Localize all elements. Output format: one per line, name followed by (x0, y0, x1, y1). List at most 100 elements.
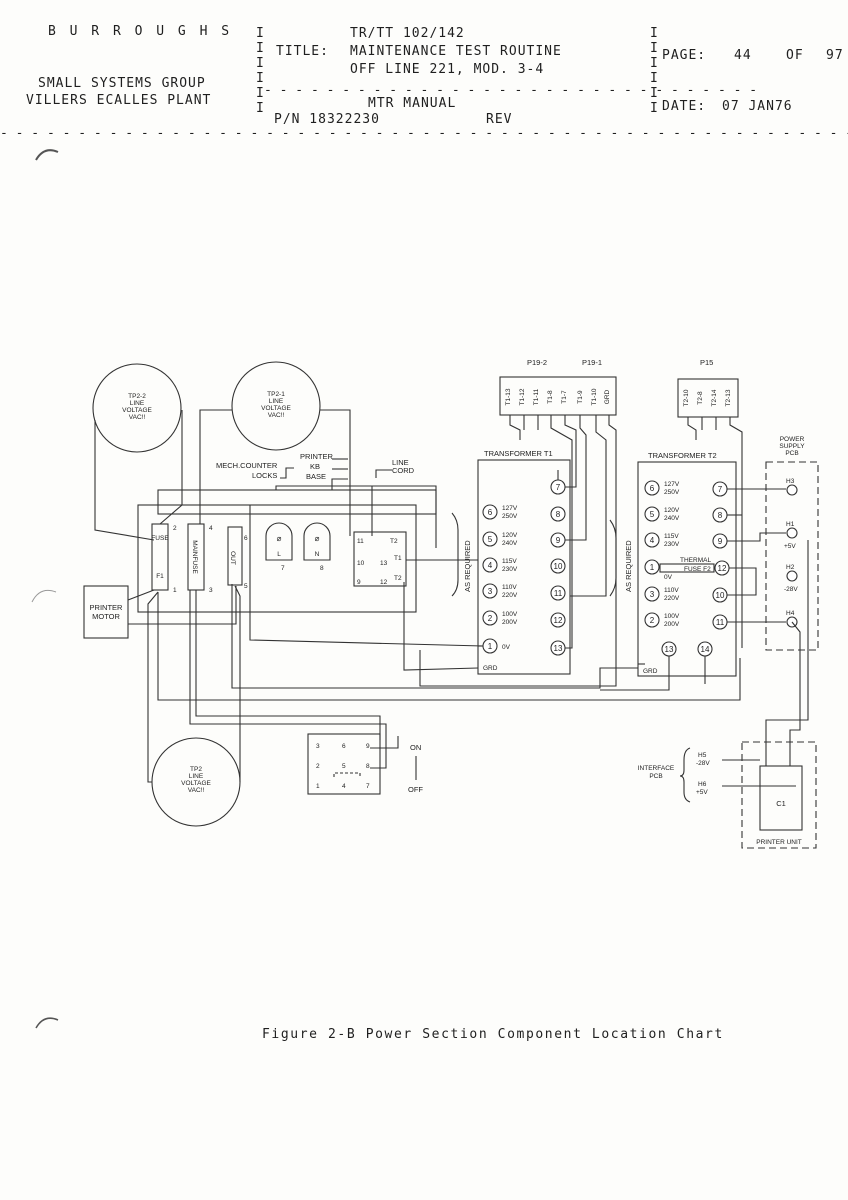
interface-pcb-label-2: PCB (649, 773, 662, 780)
h6-label: H6 (698, 781, 707, 788)
switch-on-label: ON (410, 743, 421, 752)
svg-text:3: 3 (488, 587, 493, 596)
line-cord-label-2: CORD (392, 466, 415, 475)
svg-text:9: 9 (357, 579, 361, 586)
page-total: 97 (826, 48, 844, 63)
svg-text:T2-10: T2-10 (683, 389, 690, 406)
line-cord-label: LINE (392, 458, 409, 467)
svg-text:N: N (315, 551, 320, 558)
svg-text:VAC!!: VAC!! (188, 787, 205, 794)
title-label: TITLE: (276, 44, 329, 59)
svg-text:12: 12 (380, 579, 388, 586)
transformer-t2-label: TRANSFORMER T2 (648, 451, 717, 460)
interface-pcb-label: INTERFACE (638, 765, 675, 772)
svg-text:T2: T2 (390, 538, 398, 545)
svg-text:100V: 100V (664, 613, 680, 620)
out-switch: OUT 6 5 (227, 526, 248, 590)
page-number: 44 (734, 48, 752, 63)
svg-text:2: 2 (650, 616, 655, 625)
svg-text:1: 1 (650, 563, 655, 572)
svg-text:VOLTAGE: VOLTAGE (181, 780, 211, 787)
svg-text:9: 9 (556, 536, 561, 545)
svg-text:H2: H2 (786, 564, 795, 571)
svg-text:MAINFUSE: MAINFUSE (191, 540, 198, 574)
svg-text:LINE: LINE (269, 398, 284, 405)
binder-hole-top (35, 149, 59, 161)
binder-hole-middle (31, 589, 57, 603)
svg-text:5: 5 (650, 510, 655, 519)
svg-text:THERMAL: THERMAL (680, 557, 711, 564)
svg-text:10: 10 (716, 591, 725, 600)
svg-text:T1: T1 (394, 555, 402, 562)
svg-text:LINE: LINE (130, 400, 145, 407)
svg-text:240V: 240V (664, 515, 680, 522)
switch-off-label: OFF (408, 785, 423, 794)
svg-text:T2-13: T2-13 (725, 389, 732, 406)
svg-text:2: 2 (173, 525, 177, 532)
manual-name: MTR MANUAL (368, 96, 457, 111)
transformer-t1-label: TRANSFORMER T1 (484, 449, 553, 458)
as-required-t2: AS REQUIRED (624, 540, 633, 592)
svg-text:T1-10: T1-10 (591, 388, 598, 405)
svg-text:0V: 0V (502, 644, 511, 651)
svg-text:H4: H4 (786, 610, 795, 617)
p19-connector (499, 376, 617, 416)
svg-text:TP2-2: TP2-2 (128, 393, 146, 400)
binder-hole-bottom (35, 1017, 59, 1029)
t2-right-taps: 7 8 9 12 10 11 (712, 481, 730, 630)
svg-text:H3: H3 (786, 478, 795, 485)
svg-text:7: 7 (366, 783, 370, 790)
svg-text:250V: 250V (502, 513, 518, 520)
svg-text:TP2: TP2 (190, 766, 202, 773)
t2-grd-label: GRD (643, 668, 658, 675)
svg-text:H1: H1 (786, 521, 795, 528)
svg-text:8: 8 (556, 510, 561, 519)
svg-text:4: 4 (342, 783, 346, 790)
svg-text:T2-8: T2-8 (697, 391, 704, 405)
h5-voltage: -28V (696, 760, 710, 767)
svg-text:6: 6 (244, 535, 248, 542)
date-value: 07 JAN76 (722, 99, 793, 114)
svg-text:127V: 127V (502, 505, 518, 512)
svg-text:11: 11 (716, 618, 725, 627)
svg-text:127V: 127V (664, 481, 680, 488)
svg-text:11: 11 (357, 538, 364, 545)
title-line-1: MAINTENANCE TEST ROUTINE (350, 44, 562, 59)
svg-text:10: 10 (357, 560, 365, 567)
svg-text:120V: 120V (664, 507, 680, 514)
group-name: SMALL SYSTEMS GROUP (38, 76, 206, 91)
kb-label: KB (310, 462, 320, 471)
svg-text:8: 8 (366, 763, 370, 770)
svg-text:6: 6 (650, 484, 655, 493)
svg-text:T1-12: T1-12 (519, 388, 526, 405)
svg-text:8: 8 (320, 565, 324, 572)
p15-pin-labels: T2-10 T2-8 T2-14 T2-13 (683, 389, 732, 406)
p15-connector (677, 378, 739, 418)
svg-text:12: 12 (718, 564, 727, 573)
svg-text:4: 4 (488, 561, 493, 570)
t1-grd-label: GRD (483, 665, 498, 672)
printer-label: PRINTER (300, 452, 334, 461)
date-label: DATE: (662, 99, 707, 114)
power-supply-pcb (765, 461, 819, 651)
svg-text:4: 4 (650, 536, 655, 545)
svg-text:14: 14 (701, 645, 710, 654)
svg-text:2: 2 (316, 763, 320, 770)
main-fuse: MAINFUSE 4 3 (187, 523, 213, 594)
relay-block: 11 T2 10 13 9 12 T1 T2 (353, 531, 407, 587)
power-switch: 3 6 9 2 5 8 1 4 7 (307, 733, 381, 795)
svg-text:T1-11: T1-11 (533, 388, 540, 405)
svg-text:LINE: LINE (189, 773, 204, 780)
tp2-1-meter: TP2-1 LINE VOLTAGE VAC!! (231, 361, 321, 451)
as-required-t1: AS REQUIRED (463, 540, 472, 592)
svg-text:0V: 0V (664, 574, 673, 581)
brace-t1-right (609, 519, 617, 597)
svg-text:T2: T2 (394, 575, 402, 582)
svg-text:220V: 220V (664, 595, 680, 602)
figure-caption: Figure 2-B Power Section Component Locat… (262, 1027, 724, 1042)
t2-bottom-taps: 13 14 (661, 641, 713, 657)
svg-text:MOTOR: MOTOR (92, 612, 120, 621)
